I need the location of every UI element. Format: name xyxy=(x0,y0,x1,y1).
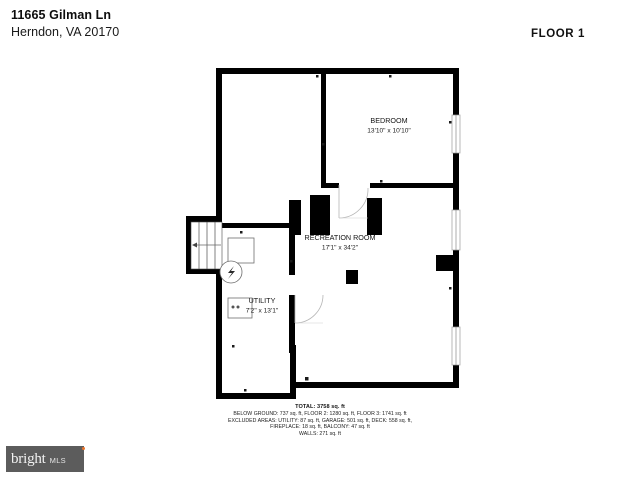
window-right-lower xyxy=(451,326,461,366)
area-breakdown-floors: BELOW GROUND: 737 sq. ft, FLOOR 2: 1280 … xyxy=(233,411,407,418)
area-excluded-2: FIREPLACE: 18 sq. ft, BALCONY: 47 sq. ft xyxy=(270,424,370,431)
doors xyxy=(294,185,369,324)
interior-walls xyxy=(218,71,456,353)
door-bedroom xyxy=(338,185,369,219)
utility-name: UTILITY xyxy=(249,296,276,305)
address-street: 11665 Gilman Ln xyxy=(11,8,112,22)
windows xyxy=(451,114,461,366)
utility-dimensions: 7'2" x 13'1" xyxy=(246,308,279,315)
area-walls: WALLS: 271 sq. ft xyxy=(299,431,341,438)
window-right-middle xyxy=(451,209,461,251)
area-summary: TOTAL: 3758 sq. ft BELOW GROUND: 737 sq.… xyxy=(0,404,640,438)
utility-fixtures xyxy=(219,237,255,319)
area-total: TOTAL: 3758 sq. ft xyxy=(295,404,345,410)
wall-tick-marks xyxy=(232,75,452,392)
address-city-state-zip: Herndon, VA 20170 xyxy=(11,24,120,39)
floor-plan-drawing: BEDROOM 13'10" x 10'10" RECREATION ROOM … xyxy=(0,55,640,405)
window-right-upper xyxy=(451,114,461,154)
room-label-utility: UTILITY 7'2" x 13'1" xyxy=(246,296,279,315)
watermark-brand: bright xyxy=(11,450,46,467)
bedroom-name: BEDROOM xyxy=(370,116,407,125)
brightmls-watermark: bright MLS xyxy=(6,446,85,472)
property-address: 11665 Gilman Ln Herndon, VA 20170 xyxy=(11,7,119,41)
floor-label: FLOOR 1 xyxy=(530,28,585,40)
recreation-room-dimensions: 17'1" x 34'2" xyxy=(322,245,359,252)
staircase xyxy=(190,221,223,270)
recreation-room-name: RECREATION ROOM xyxy=(305,233,376,242)
room-label-recreation-room: RECREATION ROOM 17'1" x 34'2" xyxy=(305,233,376,252)
lightning-bolt-icon xyxy=(228,266,235,279)
door-utility xyxy=(294,294,324,324)
area-excluded-1: EXCLUDED AREAS: UTILITY: 87 sq. ft, GARA… xyxy=(228,417,412,424)
structural-piers xyxy=(289,195,382,235)
bedroom-dimensions: 13'10" x 10'10" xyxy=(367,128,411,135)
room-label-bedroom: BEDROOM 13'10" x 10'10" xyxy=(367,116,411,135)
watermark-accent-dot xyxy=(82,447,85,450)
watermark-suffix: MLS xyxy=(49,456,66,465)
